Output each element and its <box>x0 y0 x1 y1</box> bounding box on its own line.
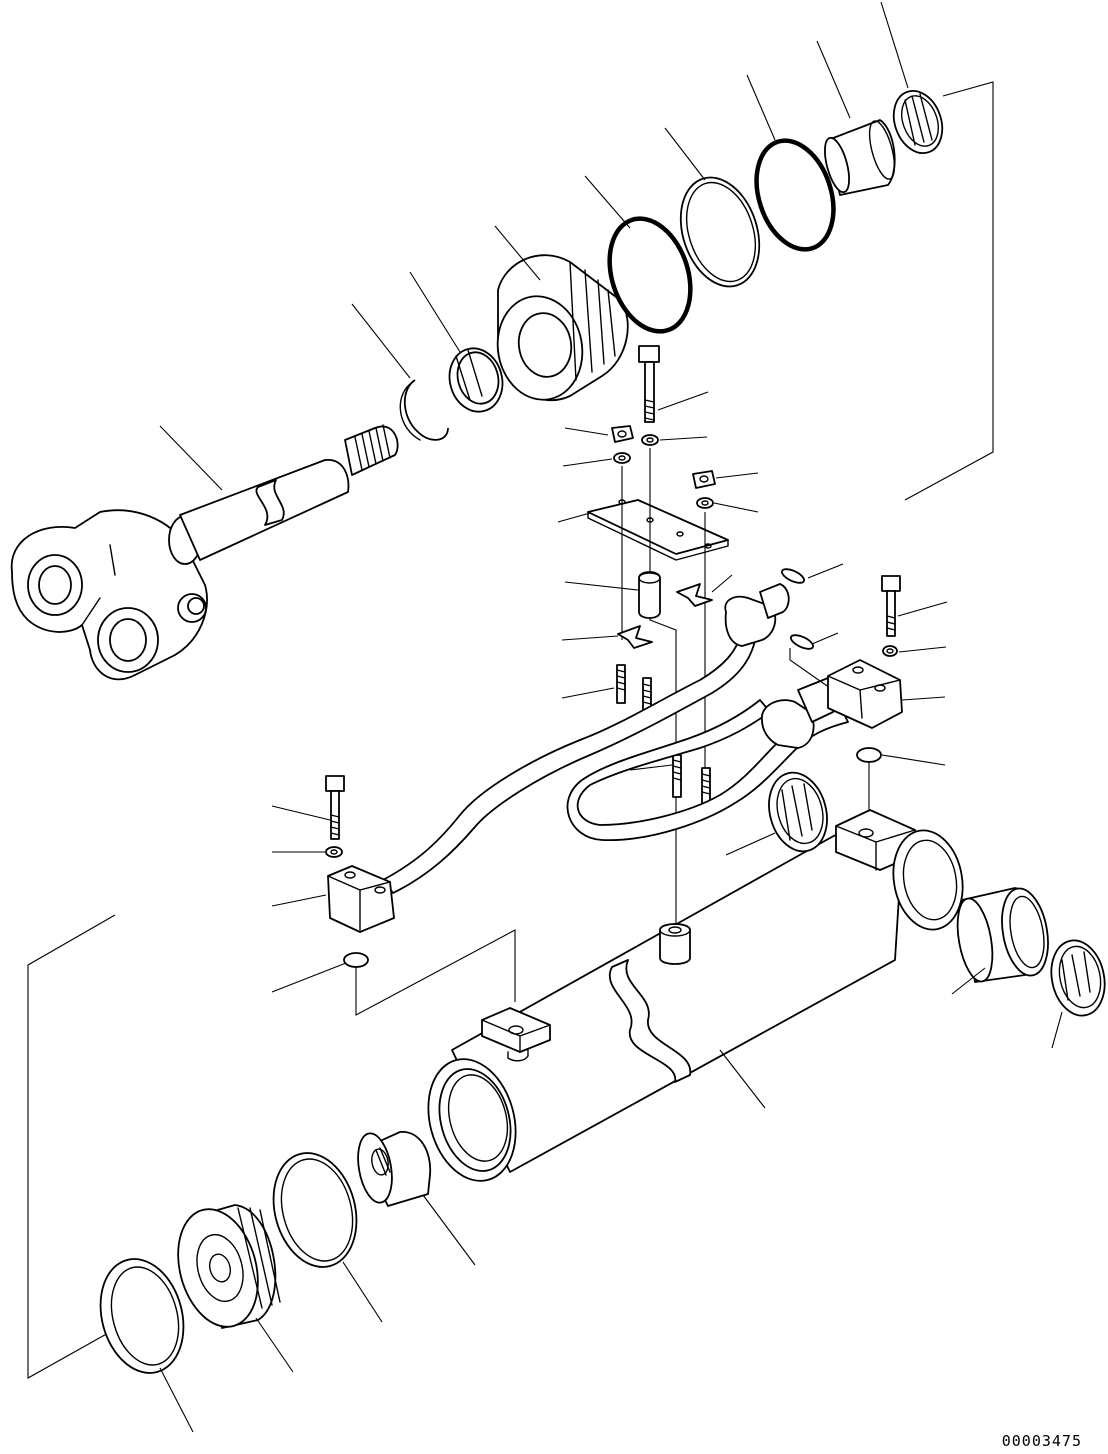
washer-4[interactable] <box>883 646 897 656</box>
rod-seal[interactable] <box>820 118 899 195</box>
stud-3[interactable] <box>673 755 681 797</box>
rear-bushing-2[interactable] <box>952 885 1054 984</box>
piston-rod[interactable] <box>12 425 398 679</box>
bolt-3[interactable] <box>326 776 344 839</box>
dust-seal[interactable] <box>885 84 950 160</box>
rear-bushing[interactable] <box>761 766 836 858</box>
o-ring-tube-end[interactable] <box>780 566 806 585</box>
clip[interactable] <box>677 584 712 606</box>
piston[interactable] <box>166 1200 280 1336</box>
cylinder-head[interactable] <box>490 255 628 406</box>
o-ring-flange[interactable] <box>857 748 881 762</box>
piston-ring[interactable] <box>88 1250 195 1383</box>
dust-seal-2[interactable] <box>1045 935 1108 1020</box>
o-ring-flange-2[interactable] <box>344 953 368 967</box>
washer-2[interactable] <box>614 453 630 463</box>
bushing[interactable] <box>443 342 510 417</box>
bolt[interactable] <box>639 346 659 422</box>
spacer[interactable] <box>639 572 660 618</box>
retaining-ring[interactable] <box>400 380 448 440</box>
backup-ring[interactable] <box>668 167 773 296</box>
washer-3[interactable] <box>697 498 713 508</box>
washer-5[interactable] <box>326 847 342 857</box>
washer[interactable] <box>642 435 658 445</box>
o-ring-2[interactable] <box>743 131 846 260</box>
clip-2[interactable] <box>618 626 652 648</box>
stud[interactable] <box>617 665 625 703</box>
hydraulic-tube-2[interactable] <box>567 678 848 840</box>
assembly-bracket-left <box>28 915 115 1378</box>
drawing-number: 00003475 <box>1001 1432 1082 1450</box>
nut-2[interactable] <box>693 471 715 488</box>
wear-ring[interactable] <box>261 1144 368 1277</box>
nut[interactable] <box>612 426 633 442</box>
bolt-2[interactable] <box>882 576 900 636</box>
o-ring[interactable] <box>596 208 704 342</box>
split-flange[interactable] <box>828 660 902 728</box>
clamp-plate[interactable] <box>588 500 728 560</box>
assembly-bracket-right <box>905 82 993 500</box>
hydraulic-tube[interactable] <box>383 584 789 893</box>
piston-nut[interactable] <box>353 1131 430 1206</box>
o-ring-tube-end-2[interactable] <box>789 632 815 651</box>
split-flange-2[interactable] <box>328 866 394 932</box>
cylinder-tube[interactable] <box>415 810 970 1191</box>
